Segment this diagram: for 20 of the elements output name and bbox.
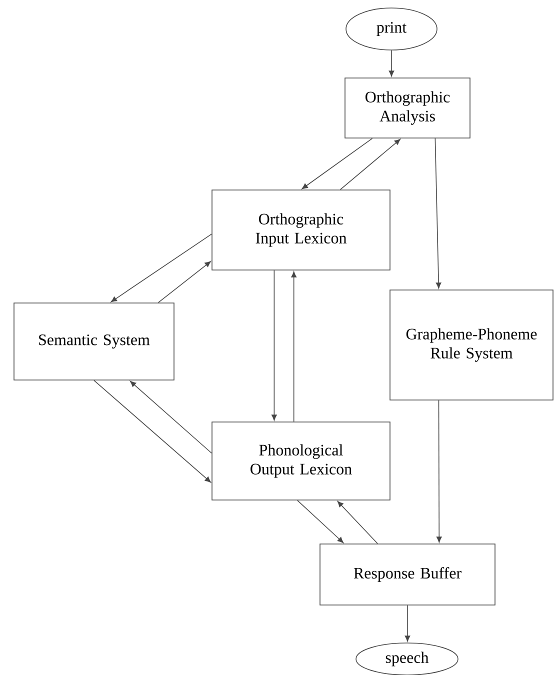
process-box: Phonological Output Lexicon xyxy=(212,422,390,500)
process-box: Grapheme-Phoneme Rule System xyxy=(390,290,554,400)
process-box: Semantic System xyxy=(14,302,174,380)
arrow xyxy=(297,500,344,543)
arrow xyxy=(272,270,277,421)
arrow xyxy=(388,50,394,77)
arrow xyxy=(302,138,373,190)
process-box: Response Buffer xyxy=(320,544,496,606)
arrow xyxy=(337,501,378,544)
arrow xyxy=(434,138,442,289)
arrow xyxy=(130,380,212,454)
arrow xyxy=(291,271,296,422)
process-box: Orthographic Analysis xyxy=(344,78,470,138)
process-box: Orthographic Input Lexicon xyxy=(212,190,390,270)
arrow xyxy=(436,400,442,543)
arrow xyxy=(94,380,211,482)
arrow xyxy=(110,234,212,302)
arrow xyxy=(404,605,410,642)
arrow xyxy=(340,138,400,190)
arrow xyxy=(158,261,211,303)
